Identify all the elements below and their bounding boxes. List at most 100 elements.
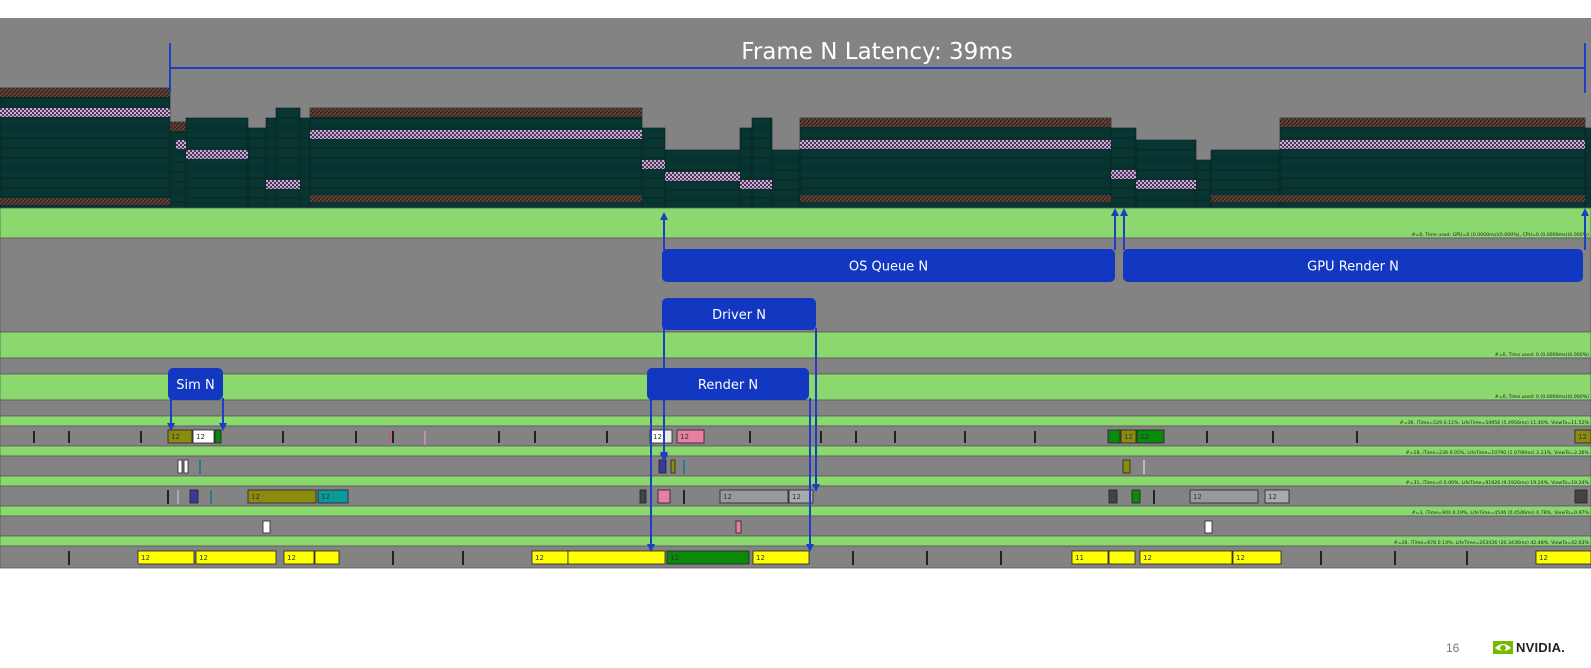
context-tick xyxy=(140,431,142,443)
checkered-packet xyxy=(665,172,740,181)
packet-olive xyxy=(1122,459,1131,474)
packet-label: 12 xyxy=(653,433,662,441)
lane-gpu-hardware xyxy=(0,207,1591,239)
context-tick xyxy=(33,431,35,443)
packet-label: 12 xyxy=(723,493,732,501)
packet-yellow xyxy=(1535,550,1591,565)
packet-blue xyxy=(189,489,199,504)
context-tick xyxy=(852,551,854,565)
os-queue-box xyxy=(662,249,1115,282)
render-box xyxy=(647,368,809,400)
context-tick xyxy=(534,431,536,443)
nvidia-eye-icon xyxy=(1493,641,1513,654)
context-tick xyxy=(964,431,966,443)
queue-column xyxy=(751,117,773,209)
context-tick xyxy=(683,490,685,504)
context-tick xyxy=(683,460,685,474)
nvidia-logo-text: NVIDIA. xyxy=(1516,640,1566,655)
packet-pink xyxy=(657,489,671,504)
lane-annotation-text: #=3, iTime=900 0.19%, LifeTime=4546 (0.4… xyxy=(1412,510,1590,516)
lane-thread-header xyxy=(0,415,1591,427)
context-tick xyxy=(1466,551,1468,565)
context-tick xyxy=(68,551,70,565)
packet-gray xyxy=(788,489,814,504)
context-tick xyxy=(355,431,357,443)
queue-column xyxy=(1279,117,1586,209)
context-tick xyxy=(606,431,608,443)
packet-white xyxy=(192,429,215,444)
context-tick xyxy=(1143,460,1145,474)
lane-annotation-text: #=0, Time used: 0 (0.0000ms)(0.000%) xyxy=(1495,394,1589,400)
packet-label: 12 xyxy=(1539,554,1548,562)
context-tick xyxy=(1000,551,1002,565)
packet-label: 12 xyxy=(199,554,208,562)
context-tick xyxy=(392,431,394,443)
context-tick xyxy=(68,431,70,443)
context-tick xyxy=(749,431,751,443)
context-tick xyxy=(392,551,394,565)
packet-white xyxy=(1204,520,1213,534)
gpu-render-box xyxy=(1123,249,1583,282)
packet-white xyxy=(183,459,189,474)
packet-dark xyxy=(639,489,647,504)
packet-label: 12 xyxy=(1578,433,1587,441)
packet-olive xyxy=(1574,429,1591,444)
driver-box xyxy=(662,298,816,330)
hatched-packet xyxy=(170,122,186,131)
context-tick xyxy=(820,431,822,443)
packet-blue xyxy=(658,459,667,474)
checkered-packet xyxy=(642,160,665,169)
packet-yellow xyxy=(137,550,195,565)
packet-teal xyxy=(317,489,349,504)
packet-pink xyxy=(735,520,742,534)
latency-title: Frame N Latency: 39ms xyxy=(741,39,1012,65)
packet-label: 12 xyxy=(1140,433,1149,441)
lane-annotation-text: #=0, Time used: 0 (0.0000ms)(0.000%) xyxy=(1495,352,1589,358)
checkered-packet xyxy=(800,140,1111,149)
hatched-packet xyxy=(800,118,1111,127)
checkered-packet xyxy=(266,180,300,189)
packet-pink xyxy=(676,429,705,444)
context-tick xyxy=(1356,431,1358,443)
packet-label: 12 xyxy=(287,554,296,562)
lane-annotation-text: #=31, iTime=0 0.00%, LifeTime=91926 (9.1… xyxy=(1406,480,1590,486)
lane-annotation-text: #=0, Time used: GPU=0 (0.0000ms)(0.000%)… xyxy=(1411,232,1589,238)
packet-green xyxy=(1131,489,1141,504)
packet-label: 12 xyxy=(321,493,330,501)
packet-label: 11 xyxy=(1075,554,1084,562)
packet-label: 12 xyxy=(196,433,205,441)
packet-yellow xyxy=(1232,550,1282,565)
context-tick xyxy=(1206,431,1208,443)
lane-thread-header xyxy=(0,475,1591,487)
packet-green xyxy=(214,429,222,444)
lane-annotation-text: #=36, iTime=529 0.11%, LifeTime=54956 (5… xyxy=(1400,420,1590,426)
checkered-packet xyxy=(1280,140,1585,149)
packet-label: 12 xyxy=(141,554,150,562)
packet-yellow xyxy=(314,550,340,565)
lane-annotation-text: #=18, iTime=236 0.05%, LifeTime=10790 (1… xyxy=(1406,450,1590,456)
context-tick xyxy=(389,431,391,443)
nvidia-logo: NVIDIA. xyxy=(1493,640,1565,655)
lane-process-a xyxy=(0,331,1591,359)
queue-column xyxy=(185,117,249,209)
context-tick xyxy=(1394,551,1396,565)
hatched-packet xyxy=(800,195,1111,202)
packet-yellow xyxy=(1071,550,1109,565)
driver-label: Driver N xyxy=(712,308,766,323)
sim-box xyxy=(168,368,223,400)
packet-yellow xyxy=(1139,550,1233,565)
lane-thread-2 xyxy=(0,455,1591,477)
packet-label: 12 xyxy=(1124,433,1133,441)
packet-label: 12 xyxy=(756,554,765,562)
lane-thread-header xyxy=(0,445,1591,457)
packet-gray xyxy=(1264,489,1290,504)
packet-gray xyxy=(719,489,789,504)
context-tick xyxy=(1320,551,1322,565)
context-tick xyxy=(282,431,284,443)
packet-label: 12 xyxy=(251,493,260,501)
packet-gray xyxy=(1189,489,1259,504)
checkered-packet xyxy=(186,150,248,159)
queue-column xyxy=(299,117,311,209)
